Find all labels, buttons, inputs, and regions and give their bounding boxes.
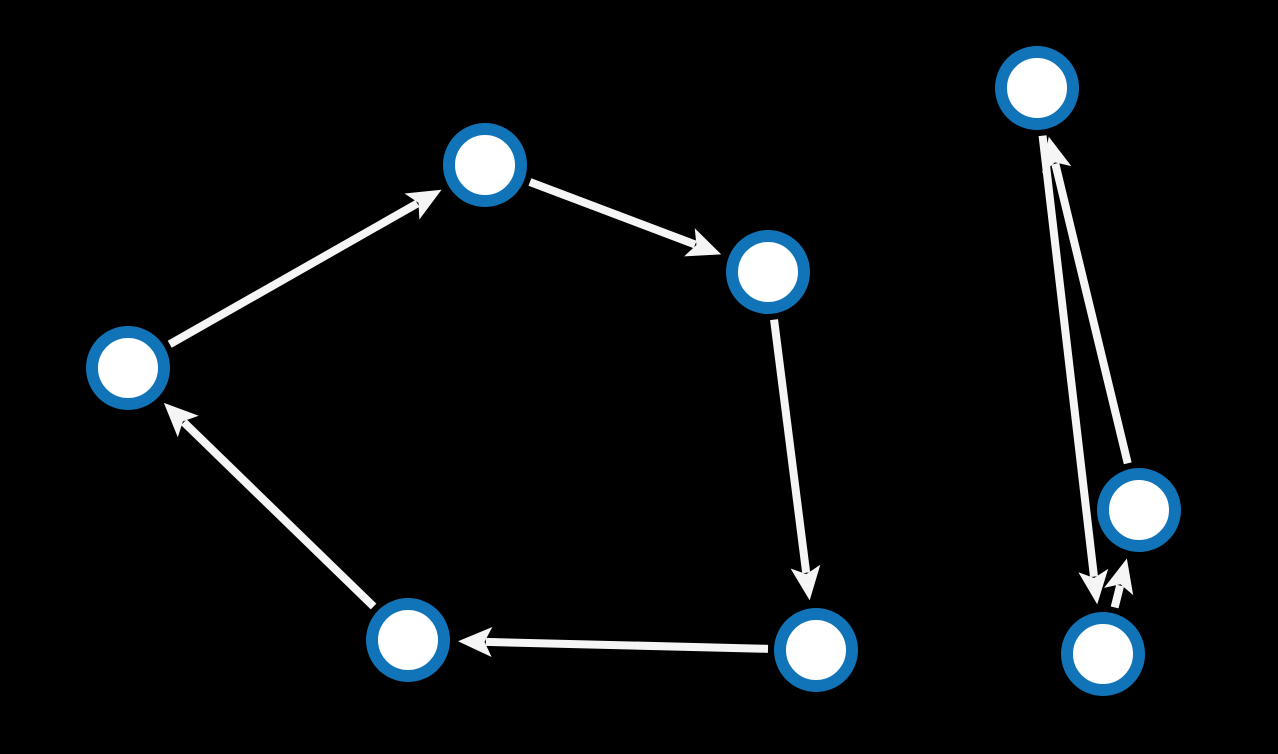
edge-arrowhead-icon bbox=[404, 189, 442, 220]
edge-arrowhead-icon bbox=[684, 228, 722, 257]
node-circle-icon[interactable] bbox=[774, 608, 858, 692]
graph-node[interactable] bbox=[86, 326, 170, 410]
graph-node[interactable] bbox=[726, 230, 810, 314]
graph-node[interactable] bbox=[366, 598, 450, 682]
edge-arrowhead-icon bbox=[457, 627, 493, 658]
edge-shaft bbox=[770, 319, 811, 574]
node-circle-icon[interactable] bbox=[366, 598, 450, 682]
graph-node[interactable] bbox=[1061, 612, 1145, 696]
graph-edge bbox=[163, 402, 377, 610]
edge-arrowhead-icon bbox=[1078, 568, 1109, 605]
edge-layer bbox=[163, 135, 1134, 658]
edge-arrowhead-icon bbox=[1042, 136, 1072, 174]
node-circle-icon[interactable] bbox=[86, 326, 170, 410]
edge-shaft bbox=[1110, 584, 1124, 609]
edge-arrowhead-icon bbox=[163, 402, 199, 438]
node-circle-icon[interactable] bbox=[995, 46, 1079, 130]
edge-shaft bbox=[485, 637, 769, 653]
edge-shaft bbox=[528, 178, 697, 249]
graph-node[interactable] bbox=[995, 46, 1079, 130]
edge-arrowhead-icon bbox=[790, 564, 821, 601]
graph-node[interactable] bbox=[443, 123, 527, 207]
graph-node[interactable] bbox=[774, 608, 858, 692]
node-layer bbox=[86, 46, 1181, 696]
graph-node[interactable] bbox=[1097, 468, 1181, 552]
graph-edge bbox=[770, 319, 821, 601]
graph-edge bbox=[457, 627, 769, 658]
node-circle-icon[interactable] bbox=[1097, 468, 1181, 552]
edge-shaft bbox=[1038, 135, 1098, 578]
node-circle-icon[interactable] bbox=[726, 230, 810, 314]
node-circle-icon[interactable] bbox=[443, 123, 527, 207]
edge-shaft bbox=[167, 200, 420, 348]
graph-edge bbox=[167, 189, 442, 348]
graph-edge bbox=[528, 178, 722, 257]
edge-arrowhead-icon bbox=[1104, 558, 1134, 596]
edge-shaft bbox=[1051, 162, 1132, 465]
edge-shaft bbox=[181, 419, 377, 610]
graph-edge bbox=[1042, 136, 1132, 465]
graph-edge bbox=[1038, 135, 1109, 605]
node-circle-icon[interactable] bbox=[1061, 612, 1145, 696]
graph-edge bbox=[1104, 558, 1134, 609]
